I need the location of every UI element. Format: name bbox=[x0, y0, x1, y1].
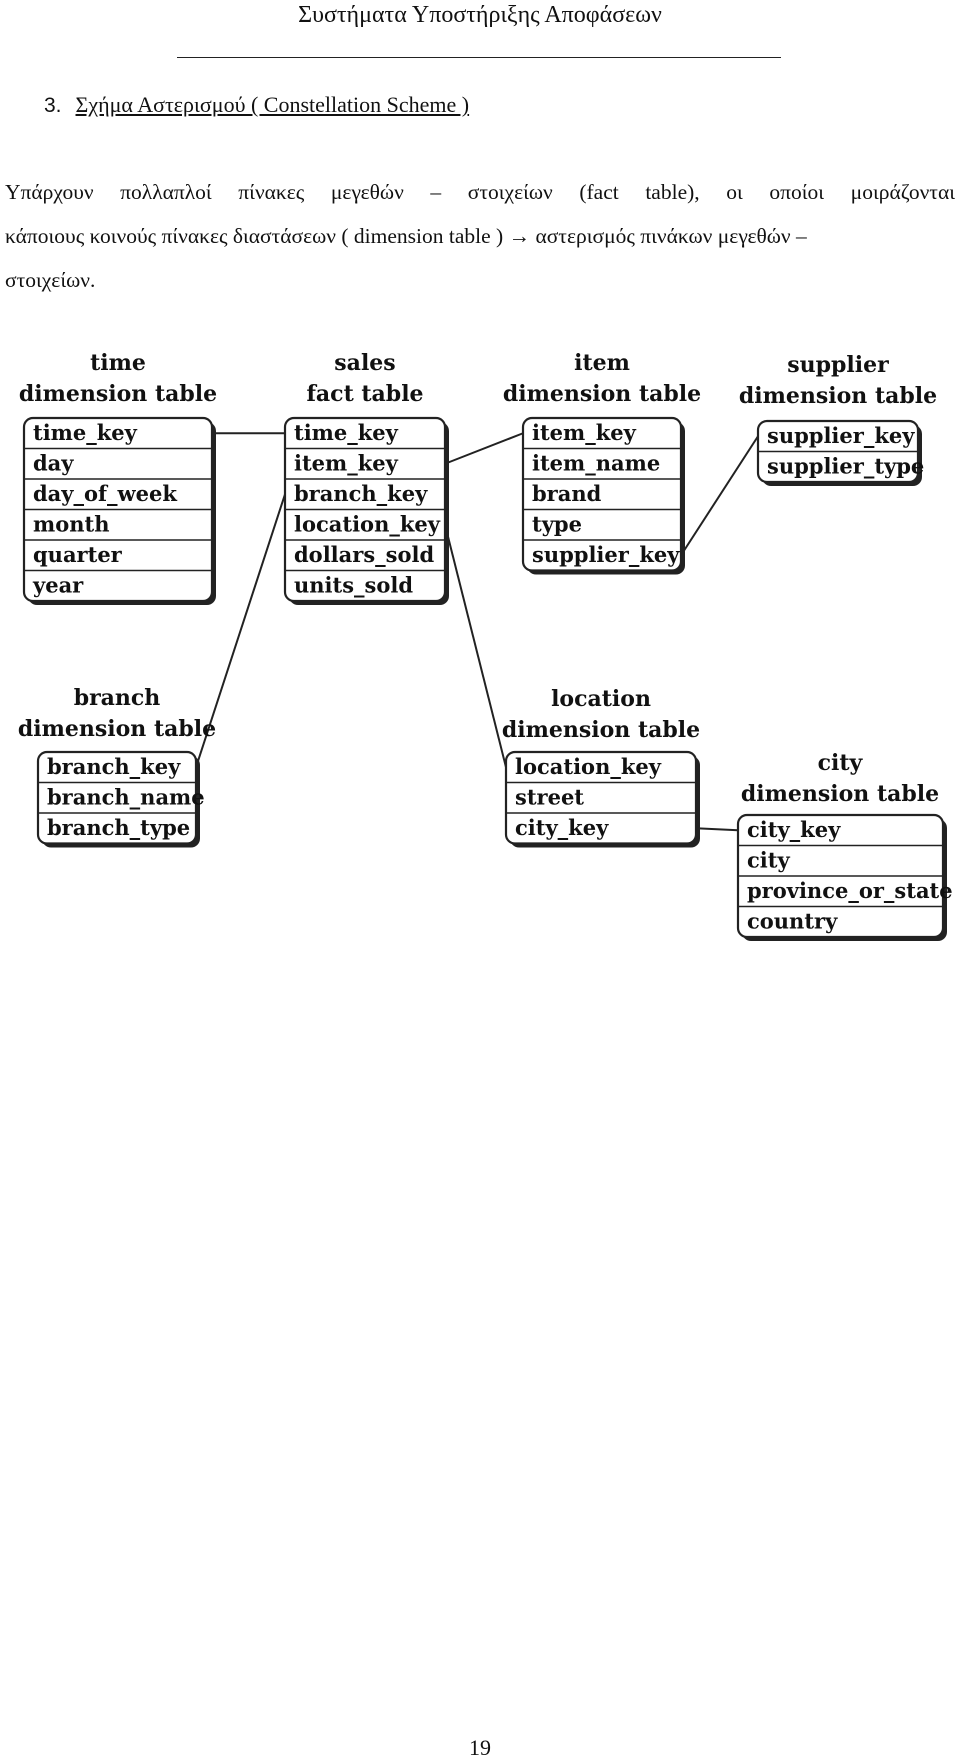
field-city-key: city_key bbox=[515, 815, 609, 840]
field-branch-type: branch_type bbox=[47, 815, 190, 840]
table-sales: sales fact table time_key item_key branch_ke… bbox=[283, 350, 449, 605]
table-name: sales bbox=[334, 350, 395, 376]
table-item: item dimension table item_key item_namebran… bbox=[503, 350, 701, 575]
table-kind: fact table bbox=[306, 381, 423, 407]
field-street: street bbox=[515, 785, 584, 810]
table-kind: dimension table bbox=[18, 716, 216, 742]
running-header: Συστήματα Υποστήριξης Αποφάσεων bbox=[298, 2, 662, 28]
table-kind: dimension table bbox=[739, 383, 937, 409]
field-province-or-state: province_or_state bbox=[747, 878, 953, 903]
field-dollars-sold: dollars_sold bbox=[294, 542, 434, 567]
field-supplier-type: supplier_type bbox=[767, 454, 924, 479]
table-box bbox=[36, 750, 198, 845]
field-item-key: item_key bbox=[532, 420, 637, 445]
table-kind: dimension table bbox=[503, 381, 701, 407]
field-units-sold: units_sold bbox=[294, 573, 413, 598]
field-item-name: item_name bbox=[532, 451, 660, 476]
connector-sales-item bbox=[444, 432, 524, 465]
field-time-key: time_key bbox=[33, 420, 138, 445]
field-item-key: item_key bbox=[294, 451, 399, 476]
table-name: city bbox=[818, 750, 864, 776]
field-brand: brand bbox=[532, 481, 602, 506]
section-number: 3. bbox=[44, 94, 62, 117]
header-rule bbox=[177, 57, 781, 58]
connector-sales-branch bbox=[195, 493, 286, 768]
field-month: month bbox=[33, 512, 109, 537]
table-box bbox=[504, 750, 698, 845]
field-year: year bbox=[32, 573, 84, 598]
connector-location-city bbox=[695, 827, 739, 832]
table-kind: dimension table bbox=[502, 717, 700, 743]
field-supplier-key: supplier_key bbox=[532, 542, 680, 567]
field-time-key: time_key bbox=[294, 420, 399, 445]
table-name: item bbox=[574, 350, 630, 376]
connector-item-supplier bbox=[680, 435, 759, 556]
table-name: supplier bbox=[787, 352, 889, 378]
field-city-key: city_key bbox=[747, 817, 841, 842]
paragraph-line-3: στοιχείων. bbox=[5, 268, 96, 292]
connector-sales-location bbox=[444, 524, 507, 768]
section-heading: 3. Σχήμα Αστερισμού ( Constellation Schem… bbox=[44, 92, 469, 118]
page-number: 19 bbox=[469, 1735, 491, 1760]
paragraph-line-2: κάποιους κοινούς πίνακες διαστάσεων ( di… bbox=[5, 224, 807, 248]
field-quarter: quarter bbox=[33, 542, 123, 567]
field-day-of-week: day_of_week bbox=[33, 481, 177, 506]
table-box bbox=[521, 416, 683, 572]
table-supplier: supplier dimension table supplier_keysuppl… bbox=[739, 352, 937, 486]
table-name: branch bbox=[74, 685, 161, 711]
field-branch-key: branch_key bbox=[47, 754, 181, 779]
table-kind: dimension table bbox=[741, 781, 939, 807]
section-title: Σχήμα Αστερισμού ( Constellation Scheme … bbox=[75, 92, 470, 117]
field-type: type bbox=[532, 512, 582, 537]
table-location: location dimension table location_keystree… bbox=[502, 686, 700, 848]
table-branch: branch dimension table branch_key branch_na… bbox=[18, 685, 216, 848]
table-kind: dimension table bbox=[19, 381, 217, 407]
field-day: day bbox=[33, 451, 74, 476]
field-supplier-key: supplier_key bbox=[767, 423, 915, 448]
field-branch-key: branch_key bbox=[294, 481, 428, 506]
field-branch-name: branch_name bbox=[47, 785, 205, 810]
table-name: time bbox=[90, 350, 146, 376]
field-location-key: location_key bbox=[294, 512, 441, 537]
table-name: location bbox=[551, 686, 651, 712]
field-location-key: location_key bbox=[515, 754, 662, 779]
paragraph-line-1: Υπάρχουν πολλαπλοί πίνακες μεγεθών – στο… bbox=[5, 180, 955, 204]
field-city: city bbox=[747, 848, 790, 873]
field-country: country bbox=[747, 909, 838, 934]
